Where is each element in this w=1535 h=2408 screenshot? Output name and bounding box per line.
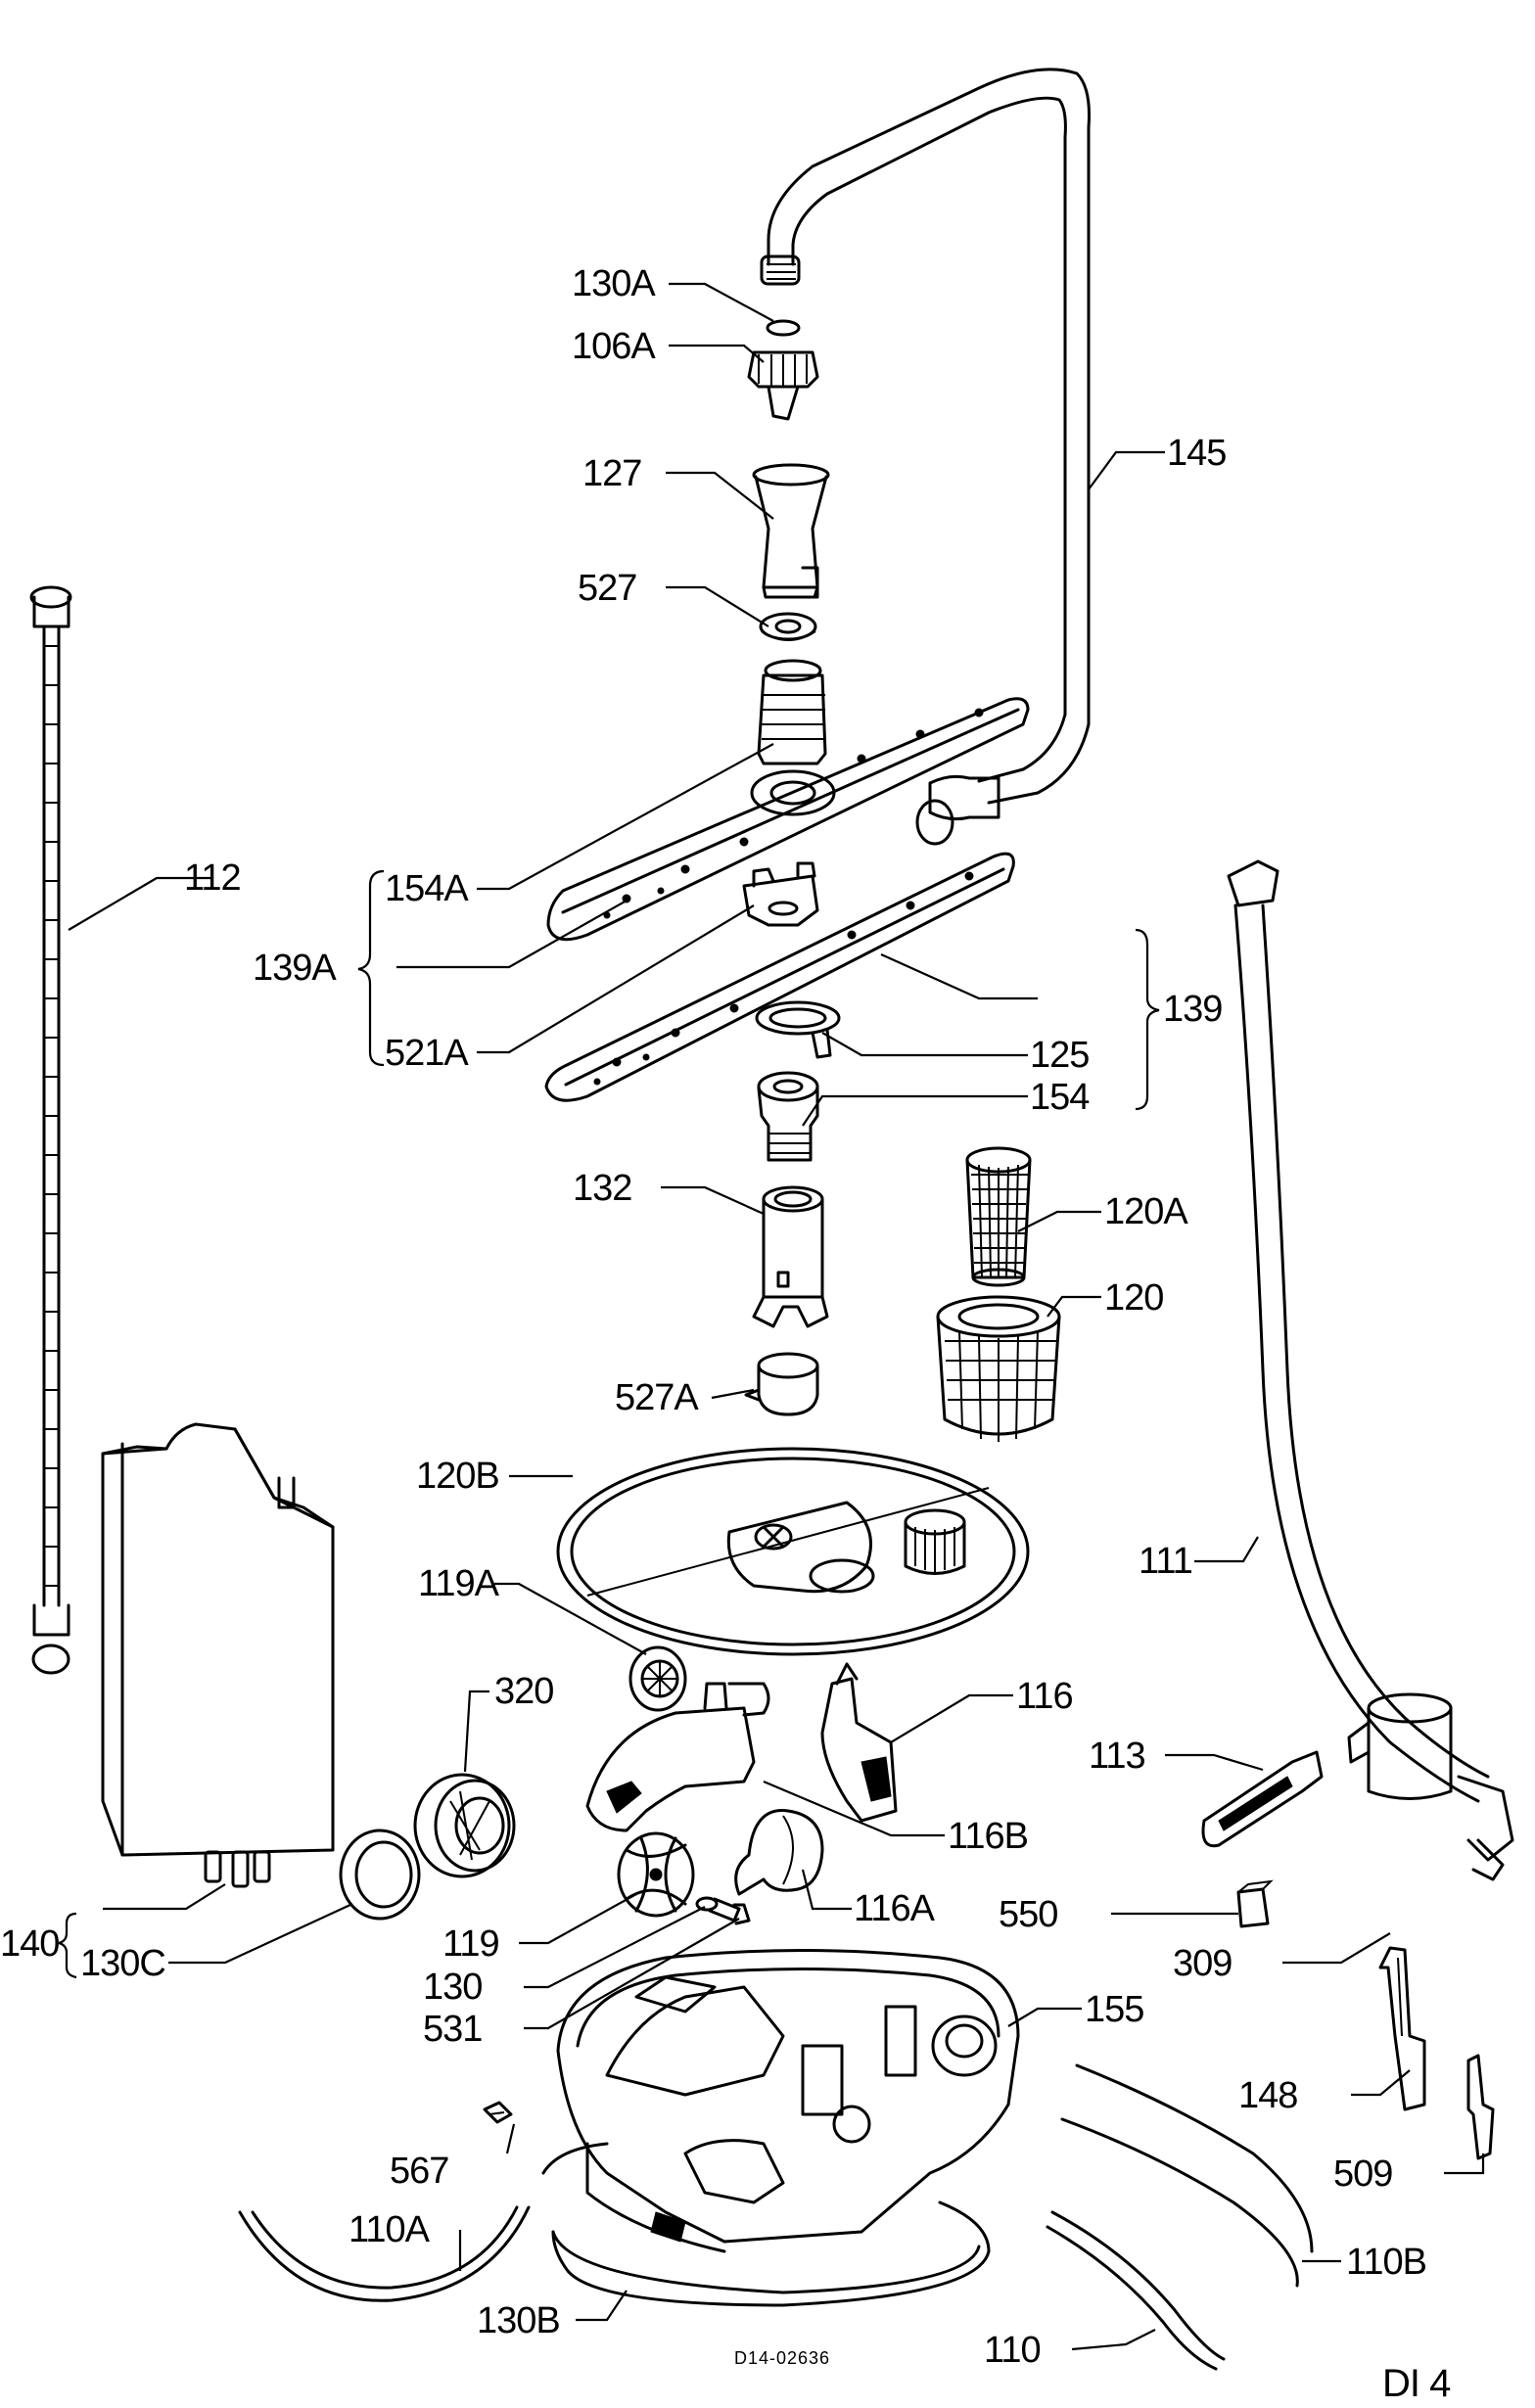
label-550: 550 [999,1894,1057,1935]
label-120A: 120A [1104,1191,1188,1232]
label-120B: 120B [416,1456,499,1497]
part-labels: 130A 106A 127 145 527 112 154A 139A 521A… [0,263,1427,2371]
label-111: 111 [1139,1541,1192,1582]
label-130: 130 [423,1967,482,2008]
label-130C: 130C [80,1943,165,1984]
label-320: 320 [494,1671,553,1712]
part-119-impeller [617,1831,695,1918]
part-521A-clip [742,861,819,927]
label-148: 148 [1238,2075,1297,2116]
label-116: 116 [1016,1676,1073,1717]
label-154A: 154A [385,868,469,909]
label-531: 531 [423,2009,482,2050]
label-567: 567 [390,2151,448,2192]
label-155: 155 [1085,1989,1143,2030]
part-106A-nut [747,350,819,421]
part-116B-housing [585,1682,770,1832]
part-125-clip-ring [755,1000,841,1059]
part-309-cup [1347,1692,1453,1800]
part-130C-seal-ring [339,1829,421,1921]
label-119: 119 [442,1923,499,1965]
label-139: 139 [1163,989,1222,1030]
part-550-block [1236,1879,1274,1928]
part-320-pump-cover [413,1773,516,1878]
part-130A-o-ring [766,319,801,337]
part-111-drain-hose [1227,859,1514,1881]
part-120-filter-cylinder [936,1295,1061,1442]
part-155-sump [556,1949,1020,2253]
label-130B: 130B [477,2300,560,2341]
label-132: 132 [573,1168,631,1209]
part-127-connector [752,463,830,599]
label-127: 127 [582,453,641,494]
part-112-hose [29,585,72,1675]
part-527A-cap [744,1352,819,1416]
part-140-water-softener [101,1422,335,1888]
label-120: 120 [1104,1277,1163,1319]
part-116-flap [820,1662,898,1823]
label-309: 309 [1173,1943,1232,1984]
label-130A: 130A [572,263,656,304]
label-106A: 106A [572,326,656,367]
part-110A-gasket [238,2205,531,2302]
label-140: 140 [0,1923,59,1965]
leader-lines [68,282,1485,2351]
part-567-clip [483,2101,513,2124]
sheet-id: DI 4 [1382,2362,1451,2405]
label-509: 509 [1333,2153,1392,2195]
part-139-lower-spray-arm [544,852,1015,1102]
label-527: 527 [578,568,636,609]
label-116A: 116A [854,1888,936,1929]
part-110-gasket [1046,2210,1226,2371]
part-110B-gasket [1060,2063,1314,2288]
part-509-pin [1466,2054,1495,2160]
part-119A-impeller-cover [628,1645,687,1712]
part-132-sleeve [752,1185,829,1328]
label-125: 125 [1030,1035,1089,1076]
part-113-filter [1201,1750,1324,1848]
part-148-bracket [1378,1946,1426,2111]
part-527-washer [759,612,817,641]
part-154A-upper-spray-arm [546,659,1030,942]
part-130-531-screw [695,1896,751,1925]
label-527A: 527A [615,1377,699,1418]
label-521A: 521A [385,1033,469,1074]
label-119A: 119A [418,1563,500,1604]
label-113: 113 [1089,1736,1145,1777]
label-110A: 110A [349,2209,431,2250]
part-130B-sump-seal [541,2142,991,2307]
part-145-upper-supply-tube [760,68,1091,846]
drawing-code: D14-02636 [734,2348,830,2368]
label-145: 145 [1167,433,1226,474]
part-116A-valve [734,1809,824,1896]
label-110B: 110B [1346,2242,1426,2283]
label-154: 154 [1030,1077,1090,1118]
part-120B-filter-plate [556,1447,1030,1656]
part-154-hub [757,1071,819,1162]
label-112: 112 [184,857,241,899]
label-110: 110 [984,2330,1041,2371]
part-120A-fine-filter [965,1146,1032,1287]
group-brackets [58,869,1160,1979]
label-139A: 139A [253,948,337,989]
label-116B: 116B [948,1816,1028,1857]
